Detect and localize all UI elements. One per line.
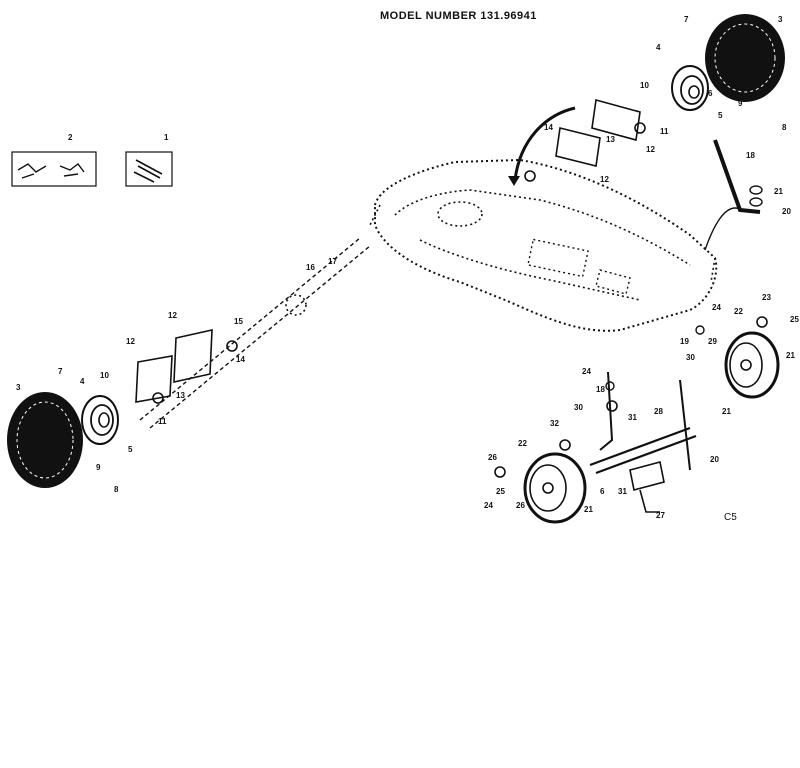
callout-10: 10	[640, 81, 649, 90]
mounting-plate-left	[135, 328, 213, 403]
callout-26: 26	[488, 453, 497, 462]
callout-15: 15	[234, 317, 243, 326]
front-wheel-left	[523, 452, 587, 524]
callout-18: 18	[746, 151, 755, 160]
callout-5-left: 5	[128, 445, 133, 454]
steering-arm	[704, 139, 763, 251]
arrow-head	[508, 176, 520, 186]
callout-12-left: 12	[168, 311, 177, 320]
callout-21-low: 21	[722, 407, 731, 416]
callout-8: 8	[782, 123, 787, 132]
front-wheel-right	[724, 331, 780, 399]
callout-1: 1	[164, 133, 169, 142]
callout-6-front: 6	[600, 487, 605, 496]
callout-16: 16	[306, 263, 315, 272]
callout-18-front: 18	[596, 385, 605, 394]
callout-25: 25	[790, 315, 799, 324]
hardware-pack-part-1	[125, 151, 173, 187]
drawing-code: C5	[724, 512, 737, 523]
callout-24-left: 24	[484, 501, 493, 510]
callout-26-left: 26	[516, 501, 525, 510]
callout-30-front: 30	[574, 403, 583, 412]
rear-tire-right	[705, 14, 785, 102]
callout-12-left-b: 12	[126, 337, 135, 346]
callout-3-left: 3	[16, 383, 21, 392]
callout-11: 11	[660, 127, 669, 136]
callout-24: 24	[712, 303, 721, 312]
callout-21: 21	[774, 187, 783, 196]
callout-21-front: 21	[584, 505, 593, 514]
callout-4: 4	[656, 43, 661, 52]
callout-20-front: 20	[710, 455, 719, 464]
callout-14: 14	[544, 123, 553, 132]
callout-25-left: 25	[496, 487, 505, 496]
callout-32: 32	[550, 419, 559, 428]
hardware-pack-part-2	[11, 151, 97, 187]
part-callouts: 1 2 3 3 4 4 5 5 6 6 7 7 8 8 9 9 10 10 11…	[16, 15, 799, 520]
callout-22-left: 22	[518, 439, 527, 448]
callout-4-left: 4	[80, 377, 85, 386]
callout-22: 22	[734, 307, 743, 316]
callout-24-front: 24	[582, 367, 591, 376]
rear-axle	[139, 237, 371, 429]
rear-tire-left	[7, 392, 83, 488]
model-number-heading: MODEL NUMBER 131.96941	[380, 10, 537, 22]
callout-13-left: 13	[176, 391, 185, 400]
callout-31-front: 31	[628, 413, 637, 422]
brake-band-arrow	[513, 106, 576, 181]
callout-29: 29	[708, 337, 717, 346]
callout-7: 7	[684, 15, 689, 24]
callout-20: 20	[782, 207, 791, 216]
callout-30: 30	[686, 353, 695, 362]
front-axle	[589, 371, 697, 513]
callout-19: 19	[680, 337, 689, 346]
mounting-plate-right	[555, 98, 641, 167]
callout-11-left: 11	[158, 417, 167, 426]
callout-5: 5	[718, 111, 723, 120]
callout-9-left: 9	[96, 463, 101, 472]
rear-wheel-rim-right	[671, 65, 709, 111]
small-hardware	[152, 122, 768, 478]
callout-21-right: 21	[786, 351, 795, 360]
callout-9: 9	[738, 99, 743, 108]
callout-2: 2	[68, 133, 73, 142]
callout-23: 23	[762, 293, 771, 302]
tractor-frame	[369, 158, 718, 332]
callout-10-left: 10	[100, 371, 109, 380]
callout-12-mid: 12	[600, 175, 609, 184]
callout-28: 28	[654, 407, 663, 416]
callout-8-left: 8	[114, 485, 119, 494]
callout-7-left: 7	[58, 367, 63, 376]
callout-12: 12	[646, 145, 655, 154]
callout-31: 31	[618, 487, 627, 496]
callout-3: 3	[778, 15, 783, 24]
callout-6: 6	[708, 89, 713, 98]
callout-27: 27	[656, 511, 665, 520]
callout-13: 13	[606, 135, 615, 144]
callout-14-left: 14	[236, 355, 245, 364]
rear-wheel-rim-left	[81, 395, 119, 445]
callout-17: 17	[328, 257, 337, 266]
